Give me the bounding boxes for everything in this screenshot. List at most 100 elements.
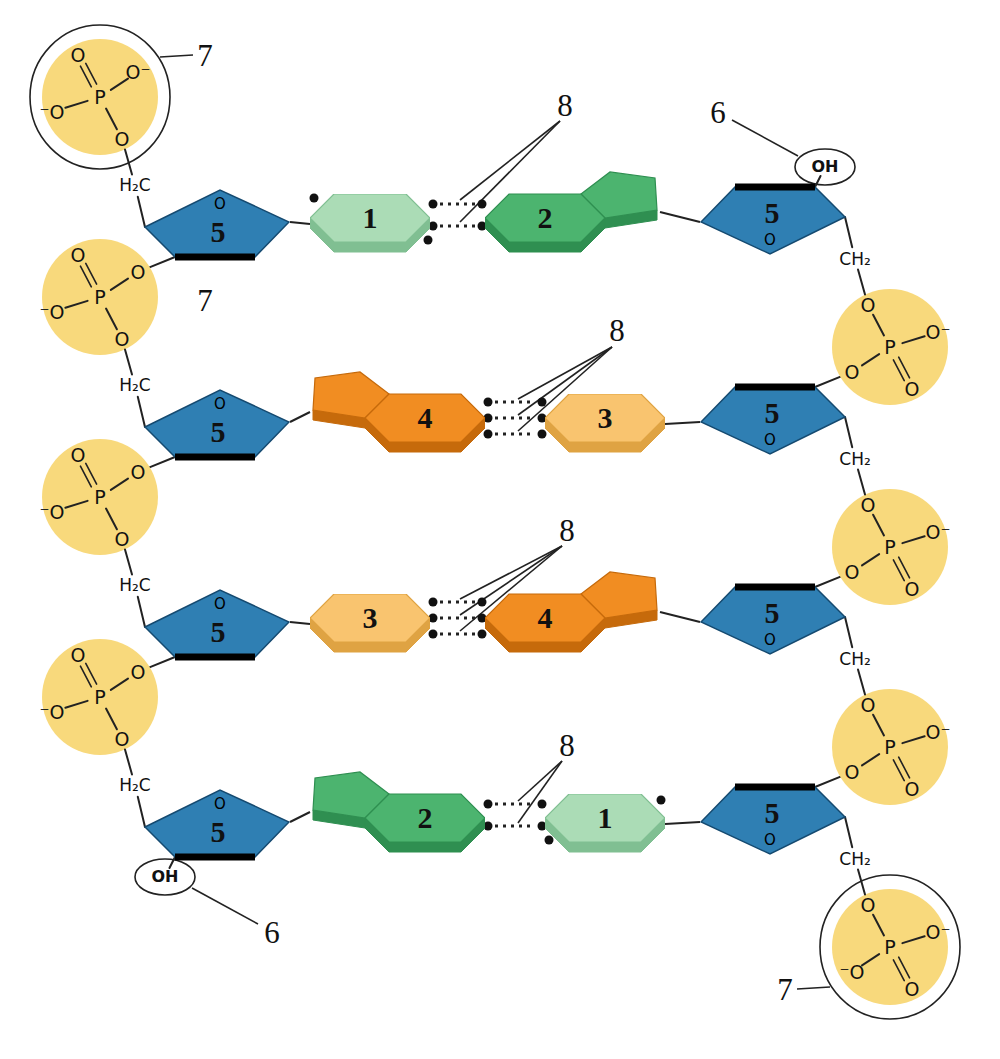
leader-line [160,55,193,57]
bond-line [106,509,117,530]
bond-line [873,315,884,336]
leader-line [460,121,560,200]
bond-line [138,197,145,227]
glycosidic-bond [665,422,700,424]
base-node: 4 [485,570,660,654]
part-number: 4 [418,403,433,433]
leader-line [518,347,612,399]
ring-face [545,794,665,842]
glycosidic-bond [290,812,310,822]
sugar-node: O5 [140,582,290,662]
phosphate-group [42,439,158,555]
leader-line [192,888,258,924]
atom-label: H₂C [119,377,150,394]
bond-line [902,736,924,743]
bond-dot [545,836,554,845]
bond-line [858,670,865,695]
part-number: 5 [211,417,226,447]
callout-ellipse [795,149,855,185]
bond-line [111,279,128,290]
atom-label: O [845,563,860,582]
sugar-ring [145,390,289,457]
bond-line [86,463,97,484]
callout-ellipse [30,25,170,169]
bond-line [858,470,865,495]
atom-label: O [905,580,920,599]
phosphate-group [832,689,948,805]
bond-line [845,817,852,847]
atom-label: O [71,646,86,665]
atom-label: O [905,780,920,799]
ring-oxygen: O [764,433,776,448]
bond-line [845,217,852,247]
hydrogen-bond [440,225,475,228]
ring-oxygen: O [764,833,776,848]
atom-label: O [905,980,920,999]
bond-line [111,79,128,90]
bond-dot [429,630,438,639]
part-number: 5 [765,398,780,428]
callout-number: 8 [559,730,575,761]
phosphate-group [42,239,158,355]
sugar-ring [701,787,845,854]
callout-number: 8 [557,90,573,121]
ring-edge [735,184,815,191]
atom-label: O [131,463,146,482]
atom-label: H₂C [119,577,150,594]
leader-line [797,987,830,989]
bond-line [125,750,132,775]
bond-line [815,576,842,587]
bond-line [65,301,87,308]
sugar-ring [701,587,845,654]
callout-number: 7 [197,40,213,71]
phosphate-group [832,289,948,405]
ring-edge [735,384,815,391]
atom-label: CH₂ [839,251,870,268]
ring-edge [735,784,815,791]
ring-oxygen: O [764,233,776,248]
bond-line [125,350,132,375]
bond-line [862,354,879,365]
leader-line [518,761,562,801]
glycosidic-bond [660,212,700,222]
bond-dot [484,800,493,809]
bond-line [169,857,175,868]
atom-label: ⁻O [840,963,865,982]
bond-line [148,257,175,268]
atom-label: O [115,130,130,149]
bond-dot [478,598,487,607]
ring-face [485,594,605,642]
bond-dot [310,194,319,203]
bond-dot [538,800,547,809]
base-node: 1 [310,194,430,254]
part-number: 3 [363,603,378,633]
atom-label: H₂C [119,777,150,794]
leader-line [732,120,798,156]
part-number: 4 [538,603,553,633]
hydrogen-bond [495,433,535,436]
bond-line [125,150,132,175]
node-shape [485,170,660,254]
part-number: 5 [765,598,780,628]
ring-oxygen: O [214,797,226,812]
ring-face [365,794,485,842]
bond-dot [538,398,547,407]
node-shape [310,370,485,454]
hydroxyl-label: OH [812,159,839,175]
atom-label: O [115,730,130,749]
bond-line [138,797,145,827]
bond-dot [429,598,438,607]
bond-line [65,701,87,708]
phosphate-group [42,639,158,755]
bond-line [106,309,117,330]
ring-oxygen: O [214,397,226,412]
bond-line [815,176,821,187]
ring-face [310,194,430,242]
bond-dot [478,200,487,209]
atom-label: O [845,763,860,782]
ring-edge [175,854,255,861]
callout-number: 7 [777,974,793,1005]
atom-label: O [845,363,860,382]
